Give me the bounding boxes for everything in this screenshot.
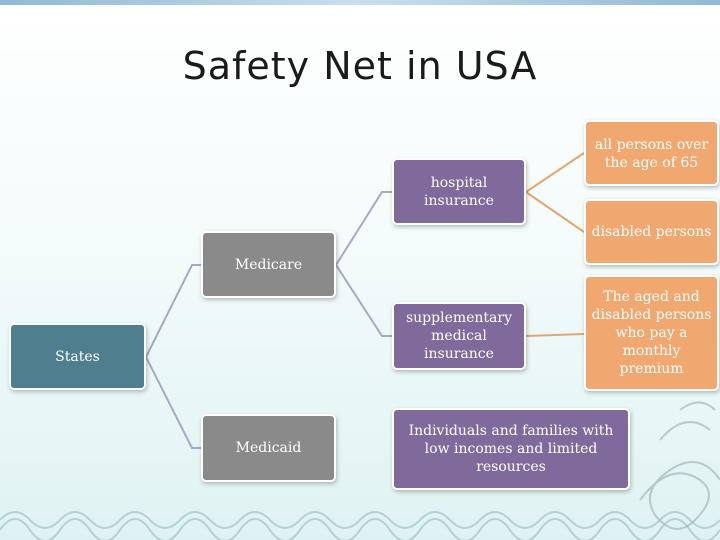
node-supplementary-insurance-label: supplementary medical insurance bbox=[405, 310, 513, 362]
node-low-income: Individuals and families with low income… bbox=[392, 408, 630, 490]
connector-medicare-hospital bbox=[335, 191, 392, 266]
top-accent-bar bbox=[0, 0, 720, 5]
node-aged-over-65: all persons over the age of 65 bbox=[584, 120, 719, 186]
node-supplementary-insurance: supplementary medical insurance bbox=[392, 302, 526, 370]
connector-states-medicaid bbox=[145, 356, 202, 449]
connector-states-medicare bbox=[145, 264, 202, 358]
node-medicare-label: Medicare bbox=[234, 256, 303, 273]
slide-title: Safety Net in USA bbox=[182, 44, 538, 88]
node-medicare: Medicare bbox=[201, 231, 336, 298]
node-low-income-label: Individuals and families with low income… bbox=[408, 423, 614, 475]
connector-hospital-aged bbox=[525, 152, 585, 193]
node-aged-disabled-premium: The aged and disabled persons who pay a … bbox=[584, 275, 719, 391]
node-aged-disabled-premium-label: The aged and disabled persons who pay a … bbox=[591, 289, 712, 377]
node-hospital-insurance: hospital insurance bbox=[392, 158, 526, 225]
wave-ornament bbox=[0, 511, 720, 540]
node-aged-over-65-label: all persons over the age of 65 bbox=[594, 137, 709, 171]
connectors-orange bbox=[525, 152, 585, 337]
node-disabled-persons-label: disabled persons bbox=[591, 224, 712, 240]
connectors-gray bbox=[145, 191, 392, 449]
connector-medicare-supplementary bbox=[335, 264, 392, 337]
node-medicaid-label: Medicaid bbox=[235, 440, 302, 456]
node-states: States bbox=[9, 323, 146, 390]
node-disabled-persons: disabled persons bbox=[584, 199, 719, 265]
node-hospital-insurance-label: hospital insurance bbox=[424, 174, 494, 209]
node-states-label: States bbox=[55, 348, 100, 365]
connector-supplementary-premium bbox=[525, 333, 585, 337]
node-medicaid: Medicaid bbox=[201, 414, 336, 482]
connector-hospital-disabled bbox=[525, 191, 585, 233]
dragon-ornament bbox=[639, 401, 720, 530]
